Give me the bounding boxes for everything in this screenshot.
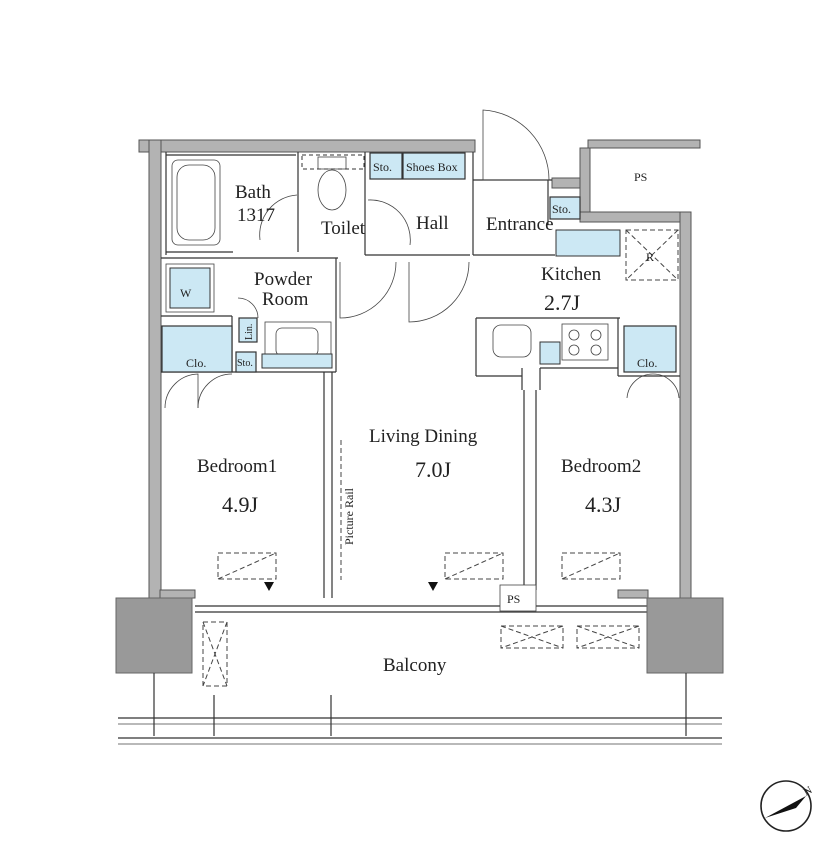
outer-walls bbox=[138, 139, 701, 599]
linen-label: Lin. bbox=[244, 324, 255, 340]
bath-label: Bath bbox=[235, 182, 271, 203]
living-dining-label: Living Dining bbox=[369, 426, 478, 447]
closet2-label: Clo. bbox=[637, 356, 657, 370]
bedroom1-size: 4.9J bbox=[222, 492, 259, 517]
powder-label-line1: Powder bbox=[254, 269, 313, 290]
closet1-label: Clo. bbox=[186, 356, 206, 370]
bedroom1-label: Bedroom1 bbox=[197, 456, 277, 477]
room-labels: Bath 1317 Toilet Hall Entrance Powder Ro… bbox=[197, 182, 641, 676]
ps-top-label: PS bbox=[634, 170, 647, 184]
bath-size: 1317 bbox=[237, 205, 275, 226]
closet1-box bbox=[161, 325, 233, 373]
refrigerator-label: R bbox=[646, 250, 654, 264]
kitchen-size: 2.7J bbox=[544, 290, 581, 315]
powder-label-line2: Room bbox=[262, 289, 309, 310]
sto-powder-label: Sto. bbox=[237, 358, 253, 369]
entrance-label: Entrance bbox=[486, 214, 554, 235]
washer-label: W bbox=[180, 286, 192, 300]
hall-label: Hall bbox=[416, 213, 449, 234]
interior-walls bbox=[161, 152, 680, 613]
linen-box bbox=[238, 317, 258, 343]
washer-icon bbox=[165, 263, 215, 313]
ps-balcony-label: PS bbox=[507, 592, 520, 606]
bedroom2-size: 4.3J bbox=[585, 492, 622, 517]
fixture-labels: Sto. Shoes Box Sto. PS R W Lin. Sto. Clo… bbox=[180, 160, 657, 606]
closet2-box bbox=[623, 325, 677, 373]
sink-icon bbox=[261, 321, 333, 369]
doors bbox=[164, 109, 680, 409]
toilet-label: Toilet bbox=[321, 218, 366, 239]
toilet-icon bbox=[301, 154, 365, 211]
north-arrow-icon: N bbox=[760, 780, 814, 832]
sto-hall-label: Sto. bbox=[373, 160, 392, 174]
kitchen-label: Kitchen bbox=[541, 264, 602, 285]
shoes-box bbox=[402, 152, 466, 180]
stove-icon bbox=[561, 323, 609, 361]
bedroom2-label: Bedroom2 bbox=[561, 456, 641, 477]
sto-entrance bbox=[549, 196, 581, 220]
balcony-label: Balcony bbox=[383, 655, 447, 676]
sto-hall bbox=[369, 152, 403, 180]
sto-entrance-label: Sto. bbox=[552, 202, 571, 216]
shoes-box-label: Shoes Box bbox=[406, 160, 458, 174]
sto-powder-box bbox=[235, 351, 257, 373]
living-dining-size: 7.0J bbox=[415, 457, 452, 482]
picture-rail-label: Picture Rail bbox=[342, 487, 356, 545]
